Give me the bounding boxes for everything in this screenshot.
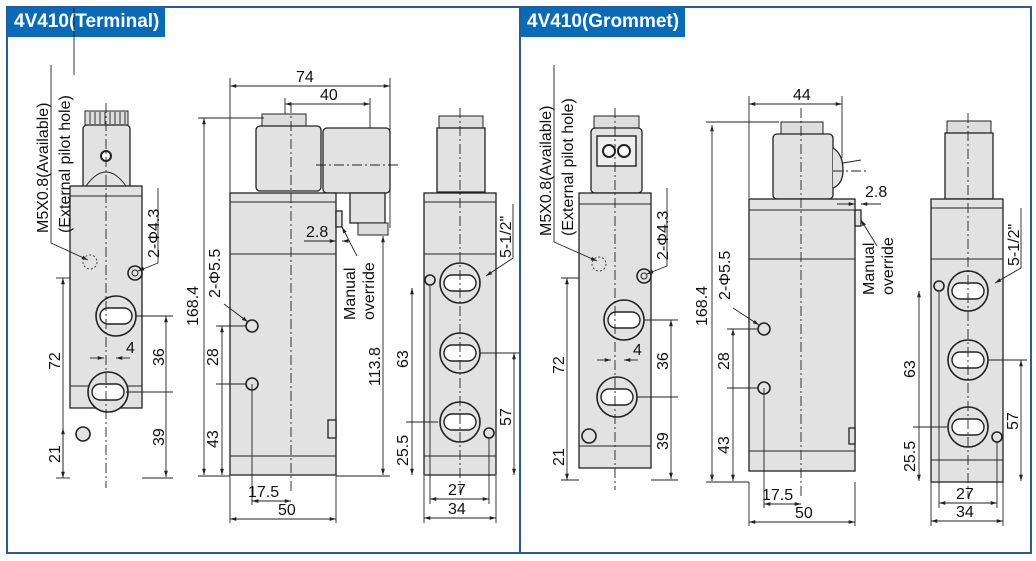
dim-port-pitch-28: 28 — [716, 352, 733, 370]
label-pilot-2: (External pilot hole) — [57, 95, 74, 233]
dim-side-27: 27 — [956, 486, 974, 503]
dim-side-27: 27 — [448, 482, 466, 499]
end-view: 5-1/2" 63 25.5 57 27 34 — [902, 113, 1027, 526]
end-view: 5-1/2" 63 25.5 57 27 34 — [395, 108, 520, 523]
dim-base-width: 50 — [278, 502, 296, 519]
label-thread: 5-1/2" — [498, 216, 515, 258]
label-override: override — [880, 237, 897, 295]
panel-terminal: 4V410(Terminal) — [6, 6, 522, 554]
label-hole-large: 2-Φ5.5 — [717, 251, 734, 300]
front-view: 4 72 21 36 39 M5X0.8(Available) (Externa… — [35, 8, 173, 488]
dim-front-21: 21 — [47, 445, 64, 463]
coil-knurl — [89, 112, 126, 124]
label-manual: Manual — [342, 268, 359, 320]
dim-front-36: 36 — [655, 352, 672, 370]
label-thread: 5-1/2" — [1006, 224, 1023, 266]
dim-overall-width: 74 — [296, 69, 314, 86]
dim-overall-width: 44 — [793, 87, 811, 104]
coil — [944, 132, 994, 200]
mount-hole-bottom — [75, 426, 91, 442]
dim-mount-17-5: 17.5 — [248, 484, 279, 501]
dim-front-72: 72 — [551, 356, 568, 374]
dim-front-36: 36 — [151, 348, 168, 366]
terminal-drawing: 4 72 21 36 39 M5X0.8(Available) (Externa… — [35, 8, 520, 523]
dim-front-39: 39 — [151, 428, 168, 446]
dim-coil-offset: 40 — [320, 87, 338, 104]
dim-base-width: 50 — [795, 505, 813, 522]
dim-side-63: 63 — [395, 350, 412, 368]
dim-height: 168.4 — [694, 286, 711, 326]
panel-grommet: 4V410(Grommet) — [519, 6, 1032, 554]
mount-hole-a — [757, 322, 771, 336]
dim-side-57: 57 — [498, 408, 515, 426]
dim-body-height: 113.8 — [367, 347, 384, 386]
dim-port-pitch-28: 28 — [205, 348, 222, 366]
dim-mount-17-5: 17.5 — [762, 487, 793, 504]
label-hole-small: 2-Φ4.3 — [655, 211, 672, 260]
pilot-hole — [591, 256, 607, 272]
dim-override-offset: 2.8 — [865, 184, 887, 201]
mount-hole-top — [636, 268, 652, 284]
coil — [772, 133, 834, 200]
dim-front-39: 39 — [655, 432, 672, 450]
label-pilot-1: M5X0.8(Available) — [35, 103, 52, 233]
side-view: 44 168.4 28 43 2-Φ5.5 — [694, 87, 897, 526]
dim-override-offset: 2.8 — [306, 224, 328, 241]
manual-override — [854, 209, 862, 227]
dim-mount-43: 43 — [205, 430, 222, 448]
coil-cap — [84, 110, 129, 126]
dim-front-4: 4 — [633, 342, 642, 359]
dim-front-4: 4 — [126, 340, 135, 357]
mount-hole-top — [127, 265, 143, 281]
label-pilot-1: M5X0.8(Available) — [538, 106, 555, 236]
label-hole-small: 2-Φ4.3 — [146, 209, 163, 258]
mount-hole-bottom — [581, 428, 597, 444]
manual-override — [335, 210, 343, 228]
dim-front-72: 72 — [47, 352, 64, 370]
label-manual: Manual — [861, 243, 878, 295]
valve-body — [229, 192, 337, 476]
dim-side-63: 63 — [902, 360, 919, 378]
label-override: override — [361, 262, 378, 320]
dim-height: 168.4 — [185, 286, 202, 326]
coil — [436, 127, 486, 193]
dim-side-57: 57 — [1005, 412, 1022, 430]
dim-front-21: 21 — [551, 448, 568, 466]
coil — [255, 125, 322, 192]
dim-side-34: 34 — [448, 501, 466, 518]
side-view: 74 40 168.4 — [185, 69, 398, 523]
dim-mount-43: 43 — [716, 436, 733, 454]
dim-side-25-5: 25.5 — [902, 441, 919, 472]
label-hole-large: 2-Φ5.5 — [207, 249, 224, 298]
panel-title: 4V410(Terminal) — [8, 8, 166, 37]
grommet — [832, 147, 844, 189]
dim-side-34: 34 — [956, 504, 974, 521]
panel-title: 4V410(Grommet) — [521, 8, 686, 37]
pilot-hole — [82, 254, 98, 270]
connector-box — [322, 127, 391, 194]
grommet-drawing: 4 72 21 36 39 M5X0.8(Available) (Externa… — [538, 65, 1027, 526]
dim-side-25-5: 25.5 — [395, 435, 412, 466]
front-view: 4 72 21 36 39 M5X0.8(Available) (Externa… — [538, 65, 678, 490]
label-pilot-2: (External pilot hole) — [560, 98, 577, 236]
